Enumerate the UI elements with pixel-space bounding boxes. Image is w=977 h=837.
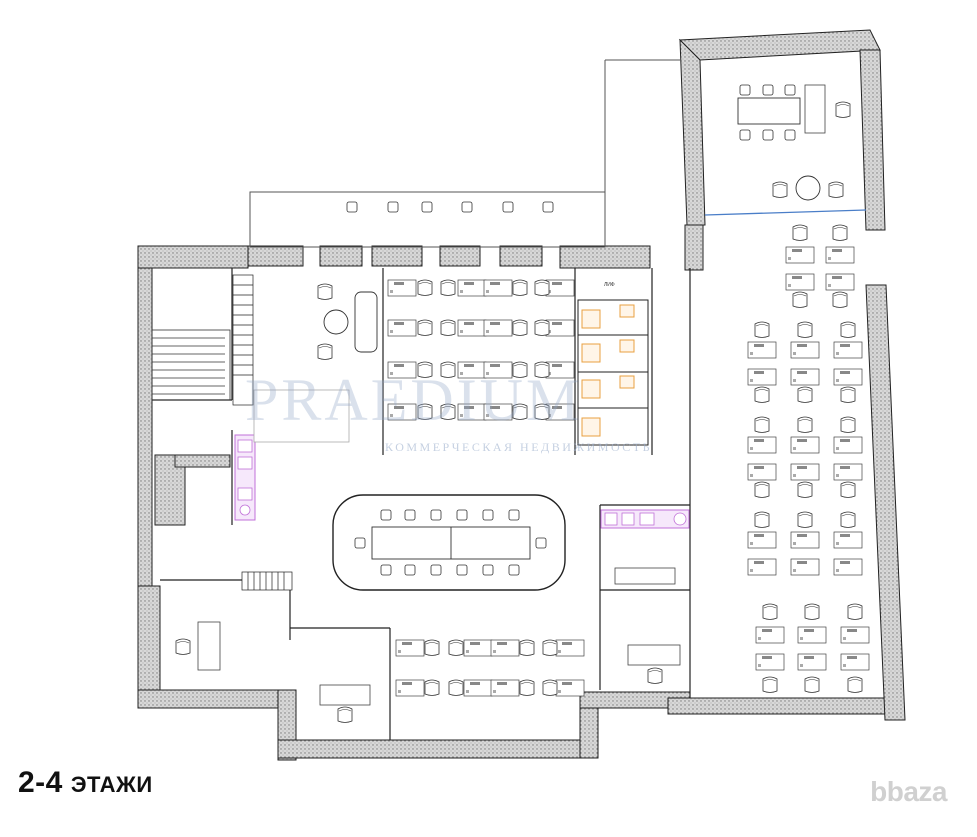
floor-caption: 2-4 ЭТАЖИ (18, 766, 153, 800)
office-right (614, 567, 681, 684)
balcony (249, 59, 680, 248)
sanitary (581, 304, 635, 437)
office-center (319, 684, 371, 723)
site-badge: bbaza (870, 776, 947, 807)
staircase (151, 329, 231, 401)
desk-cluster-right (747, 224, 870, 693)
office-left (175, 621, 221, 671)
balcony-seats (346, 201, 554, 213)
floor-range: 2-4 (18, 766, 63, 799)
appliances (237, 439, 687, 526)
desk-cluster-top (387, 279, 575, 421)
conference-table (332, 494, 566, 591)
radiator (241, 571, 293, 591)
exterior-walls (137, 29, 906, 761)
lockers (232, 274, 254, 406)
desk-cluster-bottom (395, 639, 585, 697)
lounge (253, 283, 378, 443)
floor-label: ЭТАЖИ (70, 772, 153, 797)
meeting-room-top (704, 84, 867, 216)
room-tag: ЛИФ (604, 282, 615, 288)
